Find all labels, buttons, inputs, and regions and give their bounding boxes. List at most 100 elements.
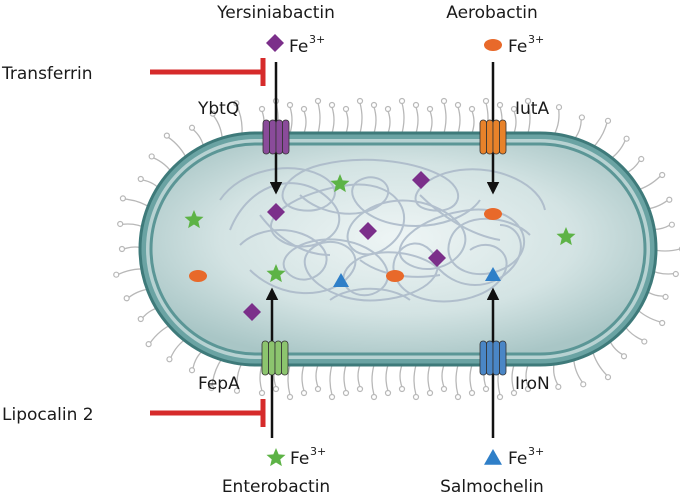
lps-head	[119, 195, 127, 202]
lps-strand	[331, 106, 335, 134]
lps-head	[314, 385, 322, 393]
lps-head	[496, 101, 504, 109]
lps-head	[208, 384, 215, 392]
lps-head	[620, 353, 628, 360]
svg-text:3+: 3+	[309, 33, 325, 46]
lps-head	[356, 97, 364, 105]
lps-head	[482, 385, 490, 393]
iron-diamond-icon	[428, 249, 446, 267]
lps-strand	[511, 364, 515, 392]
enterobactin-label: Enterobactin	[222, 477, 330, 497]
lps-head	[137, 315, 144, 323]
lps-strand	[259, 364, 263, 392]
lps-head	[370, 101, 378, 109]
lps-strand	[527, 102, 531, 134]
aerobactin-ellipse-icon	[484, 39, 502, 51]
lps-head	[233, 100, 240, 107]
lps-head	[370, 393, 378, 401]
lps-head	[258, 389, 266, 397]
lps-strand	[469, 364, 473, 392]
yersiniabactin-diamond-icon	[266, 34, 284, 52]
lps-head	[662, 293, 669, 300]
lps-head	[440, 385, 448, 393]
ybtq-receptor	[262, 119, 290, 155]
iron-star-icon	[556, 227, 576, 246]
lps-head	[510, 389, 518, 397]
lps-strand	[287, 364, 291, 396]
svg-text:3+: 3+	[310, 445, 326, 458]
lps-strand	[591, 122, 608, 149]
iron-label: IroN	[515, 374, 550, 394]
lps-head	[148, 153, 155, 160]
lps-head	[510, 105, 518, 113]
inner-membrane	[149, 142, 647, 356]
svg-text:Fe: Fe	[508, 37, 527, 57]
lipocalin-2-label: Lipocalin 2	[2, 405, 94, 425]
salmochelin-triangle-icon	[484, 449, 502, 465]
nucleoid	[219, 158, 546, 303]
lps-head	[641, 338, 648, 345]
lps-head	[117, 220, 124, 228]
transferrin-label: Transferrin	[1, 64, 93, 84]
svg-text:3+: 3+	[528, 445, 544, 458]
lps-head	[398, 385, 406, 393]
lps-head	[188, 367, 196, 374]
lps-head	[145, 341, 152, 348]
lps-strand	[329, 364, 333, 396]
lps-head	[440, 97, 448, 105]
lps-strand	[457, 106, 461, 134]
lps-strand	[236, 104, 243, 135]
lps-head	[258, 105, 266, 113]
enterobactin-star-icon	[266, 448, 286, 467]
iron-diamond-icon	[267, 203, 285, 221]
svg-text:Fe: Fe	[290, 449, 309, 469]
lps-head	[604, 374, 612, 381]
lps-head	[286, 101, 294, 109]
iuta-receptor	[479, 119, 507, 155]
lps-head	[233, 387, 241, 394]
bacterial-cell	[138, 131, 658, 367]
lps-strand	[343, 364, 347, 392]
lps-head	[412, 393, 420, 401]
lps-strand	[373, 106, 377, 134]
transferrin-inhibitor	[150, 58, 266, 86]
lps-head	[384, 389, 392, 397]
lps-head	[668, 221, 675, 228]
lps-head	[524, 97, 532, 105]
iron-molecules	[184, 34, 576, 467]
lps-strand	[399, 364, 403, 388]
lps-strand	[455, 364, 459, 396]
iron-triangle-icon	[485, 267, 501, 281]
lps-strand	[315, 364, 319, 388]
yersiniabactin-label: Yersiniabactin	[216, 3, 335, 23]
lps-head	[300, 389, 308, 397]
iron-receptor	[479, 340, 507, 376]
lps-strand	[513, 110, 517, 134]
lps-strand	[553, 109, 560, 136]
lps-head	[454, 101, 462, 109]
iuta-label: IutA	[515, 99, 549, 119]
lps-head	[426, 105, 434, 113]
lps-head	[342, 389, 350, 397]
lps-strand	[317, 102, 321, 134]
lps-head	[118, 245, 126, 253]
lps-head	[209, 110, 216, 117]
fe-yersiniabactin: Fe 3+	[289, 33, 325, 57]
lps-strand	[443, 102, 447, 134]
lps-head	[672, 270, 679, 278]
lps-head	[555, 104, 563, 111]
lps-strand	[429, 110, 433, 134]
fe-aerobactin: Fe 3+	[508, 33, 544, 57]
lps-strand	[289, 106, 293, 134]
lps-strand	[303, 110, 307, 134]
lps-strand	[573, 357, 584, 383]
lps-strand	[413, 364, 417, 396]
receptors	[261, 119, 507, 376]
lipocalin-inhibitor	[150, 399, 266, 427]
lps-strand	[401, 102, 405, 134]
lps-head	[188, 124, 196, 131]
lps-head	[638, 155, 645, 163]
lps-head	[123, 295, 130, 302]
lps-strand	[357, 364, 361, 388]
lps-head	[426, 389, 434, 397]
